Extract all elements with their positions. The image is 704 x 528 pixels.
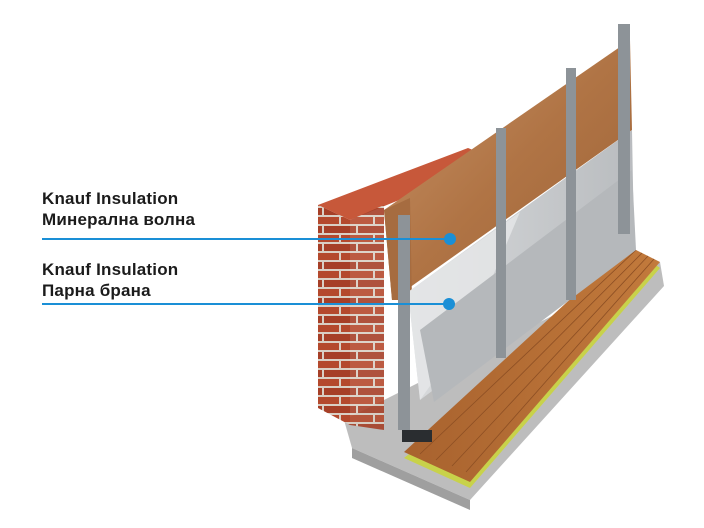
callout-dot-mineral-wool [444,233,456,245]
wooden-floor [404,246,660,482]
brick-wall [318,205,384,430]
callout-label-mineral-wool: Knauf Insulation Минерална волна [42,188,195,230]
callout-product-vapour-barrier: Парна брана [42,281,151,300]
callout-brand-mineral-wool: Knauf Insulation [42,189,179,208]
plasterboard [420,170,636,402]
callout-dot-vapour-barrier [443,298,455,310]
callout-label-vapour-barrier: Knauf Insulation Парна брана [42,259,178,301]
callout-lines [42,233,456,310]
steel-profiles [398,24,630,442]
callout-brand-vapour-barrier: Knauf Insulation [42,260,179,279]
callout-product-mineral-wool: Минерална волна [42,210,196,229]
